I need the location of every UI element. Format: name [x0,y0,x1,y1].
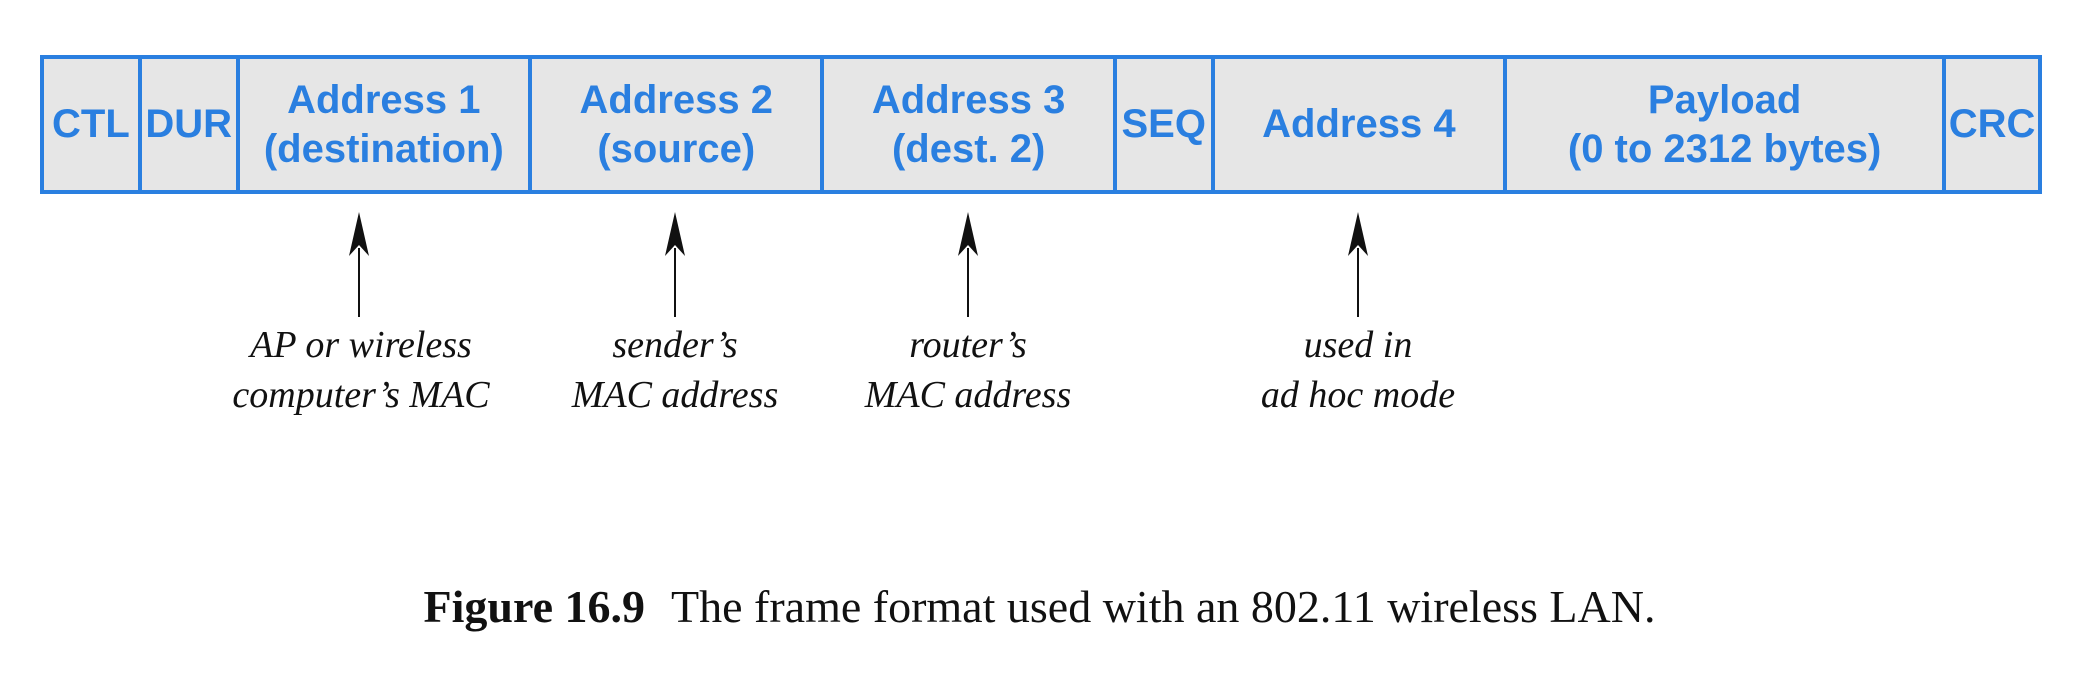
field-address1-sublabel: (destination) [263,126,504,171]
figure-number: Figure 16.9 [423,581,645,632]
field-address2-label: Address 2 [579,77,773,122]
arrowhead [665,212,685,256]
annotation-address3-line1: router’s [909,324,1027,366]
annotation-address2: sender’s MAC address [495,320,855,420]
field-dur-label: DUR [145,102,233,146]
arrowhead [958,212,978,256]
figure-caption: Figure 16.9 The frame format used with an… [0,580,2079,633]
arrow-address1 [349,212,369,317]
annotation-address2-line2: MAC address [571,374,779,416]
annotation-address4: used in ad hoc mode [1178,320,1538,420]
field-address1-label: Address 1 [287,77,481,122]
field-seq-label: SEQ [1121,102,1206,146]
field-address4-label: Address 4 [1262,102,1456,146]
annotation-address4-line2: ad hoc mode [1260,374,1456,416]
field-payload: Payload (0 to 2312 bytes) [1507,59,1947,190]
field-address3-sublabel: (dest. 2) [891,126,1046,171]
field-address3-label: Address 3 [871,77,1066,122]
field-payload-sublabel: (0 to 2312 bytes) [1567,126,1882,171]
arrowhead [349,212,369,256]
annotation-address3-line2: MAC address [864,374,1072,416]
arrow-address3 [958,212,978,317]
field-payload-label: Payload [1647,77,1802,122]
field-ctl: CTL [44,59,142,190]
arrow-address2 [665,212,685,317]
field-address2: Address 2 (source) [532,59,825,190]
field-address3: Address 3 (dest. 2) [824,59,1117,190]
field-address2-sublabel: (source) [597,126,756,171]
annotation-address2-line1: sender’s [612,324,738,366]
annotation-address1-line1: AP or wireless [250,324,472,366]
field-crc-label: CRC [1948,102,2036,146]
annotation-address1: AP or wireless computer’s MAC [181,320,541,420]
field-ctl-label: CTL [52,102,130,146]
field-address4: Address 4 [1215,59,1508,190]
arrow-address4 [1348,212,1368,317]
field-dur: DUR [142,59,240,190]
frame-format-diagram: CTL DUR Address 1 (destination) Address … [40,55,2042,194]
annotation-address3: router’s MAC address [788,320,1148,420]
field-crc: CRC [1946,59,2042,190]
arrowhead [1348,212,1368,256]
annotation-address1-line2: computer’s MAC [232,374,490,416]
field-seq: SEQ [1117,59,1215,190]
annotation-address4-line1: used in [1303,324,1413,366]
figure-caption-text: The frame format used with an 802.11 wir… [671,581,1656,632]
field-address1: Address 1 (destination) [240,59,533,190]
